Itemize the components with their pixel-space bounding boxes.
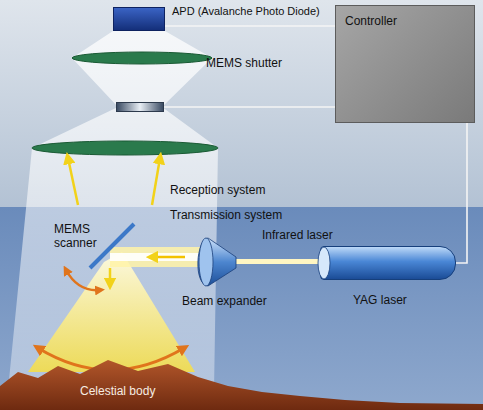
node-label: YAG laser xyxy=(353,293,407,307)
signal-wire xyxy=(456,123,467,263)
part-label: Beam expander xyxy=(182,294,267,308)
signal-wire xyxy=(165,25,335,27)
yag-laser: YAG laser xyxy=(320,246,456,280)
part-label: MEMS scanner xyxy=(54,222,106,250)
laser-aperture xyxy=(318,247,330,279)
part-label: Transmission system xyxy=(170,208,282,222)
part-label: Celestial body xyxy=(80,384,155,398)
node-label: APD (Avalanche Photo Diode) xyxy=(172,4,320,18)
signal-wire xyxy=(164,106,335,108)
node-label: Controller xyxy=(345,14,397,28)
node-label: MEMS shutter xyxy=(206,56,282,70)
part-label: Reception system xyxy=(170,183,265,197)
mems-shutter: MEMS shutter xyxy=(116,102,164,112)
laser-end-face xyxy=(321,247,455,279)
part-label: Infrared laser xyxy=(262,228,333,242)
controller-box: Controller xyxy=(335,5,475,123)
apd-detector: APD (Avalanche Photo Diode) xyxy=(113,7,165,31)
